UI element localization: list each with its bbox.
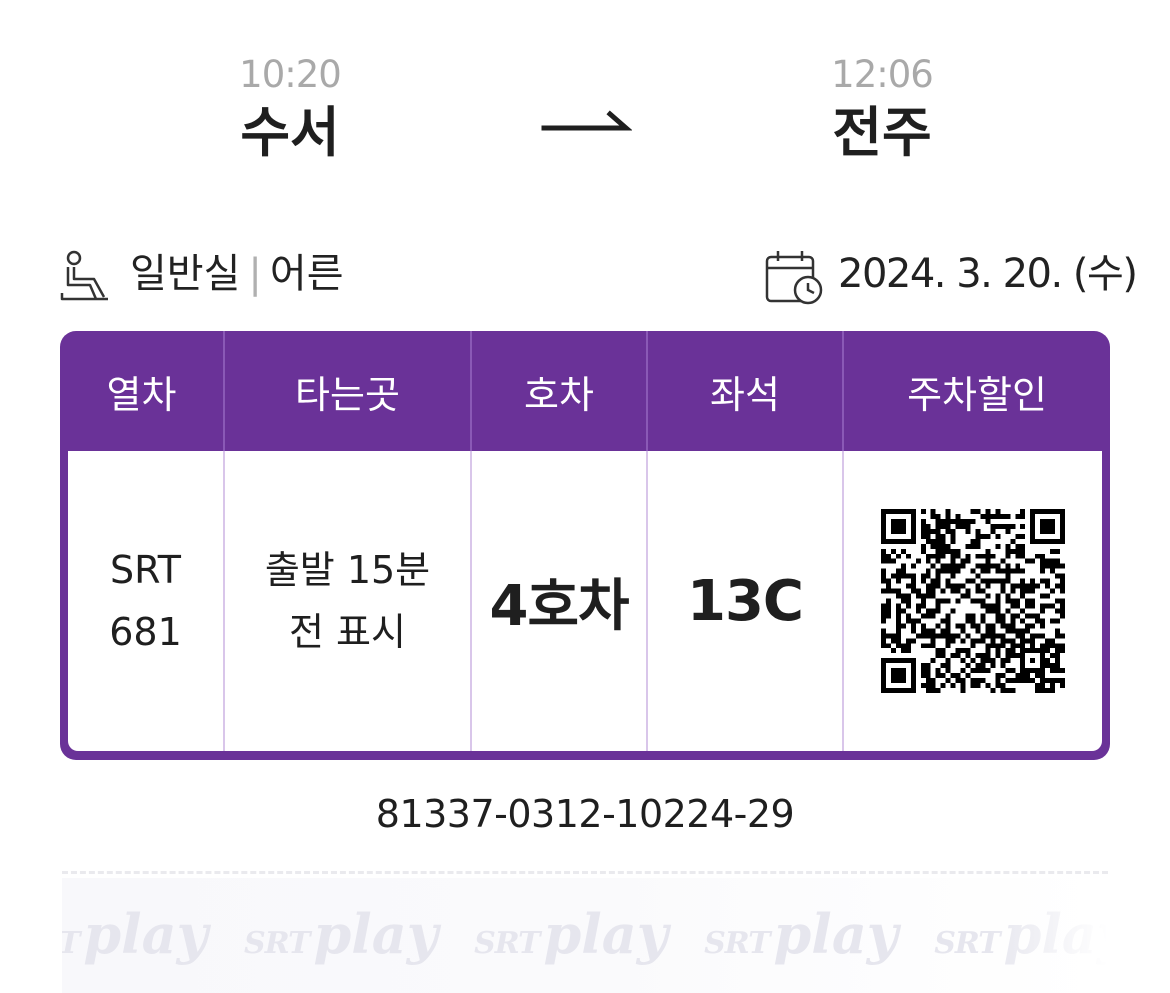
route-header: 10:20 수서 12:06 전주: [0, 0, 1170, 200]
ticket-info-row: 일반실|어른 2024. 3. 20. (수): [0, 240, 1170, 310]
watermark-fade: [988, 878, 1108, 993]
header-train: 열차: [60, 331, 225, 451]
ticket-card: 열차 타는곳 호차 좌석 주차할인 SRT 681 출발 15분 전 표시 4호…: [60, 331, 1110, 760]
info-separator: |: [248, 251, 262, 297]
calendar-icon: [765, 251, 823, 305]
arrival: 12:06 전주: [762, 52, 1002, 168]
car-number: 4호차: [489, 573, 629, 639]
departure: 10:20 수서: [170, 52, 410, 168]
train-number: 681: [109, 610, 182, 654]
travel-date: 2024. 3. 20. (수): [838, 251, 1138, 297]
ticket-body-row: SRT 681 출발 15분 전 표시 4호차 13C: [68, 451, 1102, 751]
parking-qr-code[interactable]: [881, 509, 1065, 693]
parking-discount-cell[interactable]: [844, 451, 1102, 751]
seat-icon: [60, 250, 108, 301]
train-type: SRT: [110, 548, 181, 592]
car-cell: 4호차: [472, 451, 648, 751]
departure-station: 수서: [240, 101, 340, 164]
seat-number: 13C: [686, 568, 804, 634]
ticket-header-row: 열차 타는곳 호차 좌석 주차할인: [60, 331, 1110, 451]
ticket-number: 81337-0312-10224-29: [375, 792, 795, 836]
platform-line1: 출발 15분: [264, 548, 431, 592]
header-car: 호차: [472, 331, 648, 451]
header-seat: 좌석: [648, 331, 844, 451]
arrival-station: 전주: [832, 101, 932, 164]
passenger-type: 어른: [269, 251, 344, 297]
departure-time: 10:20: [239, 53, 342, 96]
seat-class: 일반실: [130, 251, 241, 297]
dashed-divider: [62, 871, 1108, 874]
header-platform: 타는곳: [225, 331, 472, 451]
train-cell: SRT 681: [68, 451, 225, 751]
route-arrow-icon: [541, 110, 632, 131]
seat-cell: 13C: [648, 451, 844, 751]
arrival-time: 12:06: [831, 53, 934, 96]
platform-line2: 전 표시: [289, 610, 406, 654]
header-parking-discount: 주차할인: [907, 372, 1047, 417]
seat-class-passenger: 일반실|어른: [130, 248, 344, 300]
platform-cell: 출발 15분 전 표시: [225, 451, 472, 751]
